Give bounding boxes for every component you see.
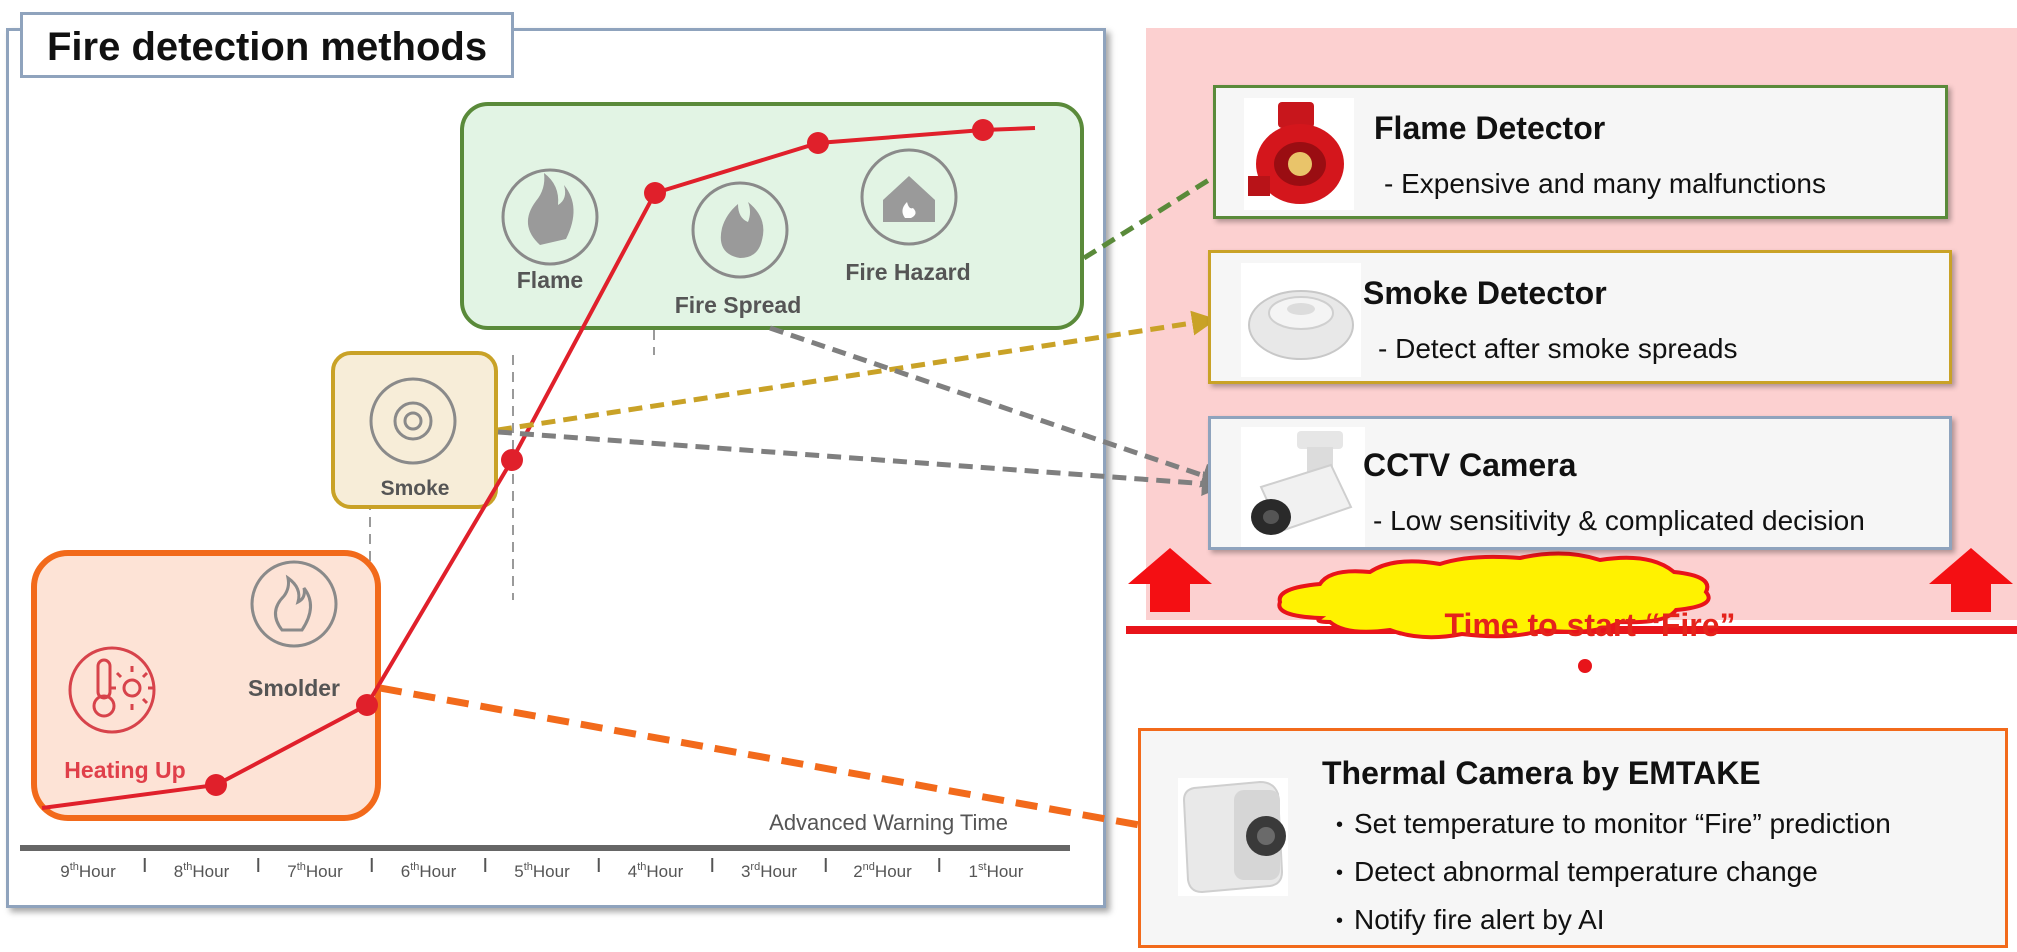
smoke-detector-icon: [369, 377, 457, 465]
hour-tick-label: 8thHour: [174, 861, 230, 881]
curve-point: [807, 132, 829, 154]
stage-label-flame: Flame: [517, 267, 583, 293]
arrow-smoke-to-smoke-detector: [497, 310, 1217, 433]
fire-growth-curve: [41, 126, 1036, 810]
curve-point: [972, 119, 994, 141]
thermometer-sun-icon: [68, 646, 156, 734]
up-arrow-left-icon: [1128, 548, 1212, 612]
stage-label-fire-hazard: Fire Hazard: [845, 259, 970, 285]
curve-point: [644, 182, 666, 204]
stage-label-fire-spread: Fire Spread: [675, 292, 802, 318]
stage-label-smoke: Smoke: [381, 477, 450, 500]
fire-spread-icon: [691, 181, 789, 279]
smoke-detector-title: Smoke Detector: [1363, 275, 1607, 311]
hour-tick-label: 6thHour: [401, 861, 457, 881]
thermal-camera-card: [1138, 728, 2008, 948]
hour-tick-label: 1stHour: [969, 861, 1024, 881]
thermal-bullet-text: Notify fire alert by AI: [1354, 904, 1605, 935]
fire-hazard-icon: [860, 148, 958, 246]
time-to-fire-cloud: [1277, 551, 1711, 640]
thermal-bullet: •Set temperature to monitor “Fire” predi…: [1336, 808, 1891, 839]
curve-point: [356, 694, 378, 716]
page-title: Fire detection methods: [20, 12, 515, 78]
curve-points: [205, 119, 994, 796]
arrow-smoke-to-cctv: [497, 429, 1227, 497]
cloud-tail-dot: [1578, 659, 1592, 673]
hour-tick-label: 2ndHour: [853, 861, 912, 881]
flame-detector-title: Flame Detector: [1374, 110, 1606, 146]
cctv-camera-image: [1241, 427, 1365, 547]
flame-detector-card: Flame Detector - Expensive and many malf…: [1213, 85, 1948, 219]
thermal-camera-image: [1178, 778, 1288, 896]
cctv-camera-desc: - Low sensitivity & complicated decision: [1373, 505, 1865, 536]
thermal-bullet: •Notify fire alert by AI: [1336, 904, 1605, 935]
flame-detector-desc: - Expensive and many malfunctions: [1384, 168, 1826, 199]
stage-label-heating-up: Heating Up: [64, 757, 185, 783]
flame-detector-image: [1244, 98, 1354, 210]
cctv-camera-title: CCTV Camera: [1363, 447, 1577, 483]
flame-icon: [501, 168, 599, 266]
curve-point: [205, 774, 227, 796]
curve-point: [501, 449, 523, 471]
hour-tick-label: 9thHour: [60, 861, 116, 881]
up-arrow-right-icon: [1929, 548, 2013, 612]
time-to-fire-text: Time to start “Fire”: [1444, 607, 1736, 643]
hour-tick-label: 3rdHour: [741, 861, 797, 881]
thermal-bullet-text: Set temperature to monitor “Fire” predic…: [1354, 808, 1891, 839]
hour-tick-label: 7thHour: [287, 861, 343, 881]
smoke-detector-desc: - Detect after smoke spreads: [1378, 333, 1738, 364]
axis-label: Advanced Warning Time: [769, 810, 1008, 835]
smoke-detector-card: Smoke Detector - Detect after smoke spre…: [1208, 250, 1952, 384]
stage-label-smolder: Smolder: [248, 675, 340, 701]
arrow-fire-spread-to-cctv: [769, 325, 1227, 488]
hour-tick-label: 4thHour: [628, 861, 684, 881]
thermal-bullet-text: Detect abnormal temperature change: [1354, 856, 1818, 887]
hour-tick-label: 5thHour: [514, 861, 570, 881]
thermal-camera-title: Thermal Camera by EMTAKE: [1322, 755, 1761, 791]
hour-ticks: 9thHour 8thHour 7thHour 6thHour 5thHour 4thHo…: [60, 858, 1024, 881]
thermal-bullet: •Detect abnormal temperature change: [1336, 856, 1818, 887]
smolder-icon: [250, 560, 338, 648]
cctv-camera-card: CCTV Camera - Low sensitivity & complica…: [1208, 416, 1952, 550]
smoke-detector-image: [1241, 263, 1361, 377]
